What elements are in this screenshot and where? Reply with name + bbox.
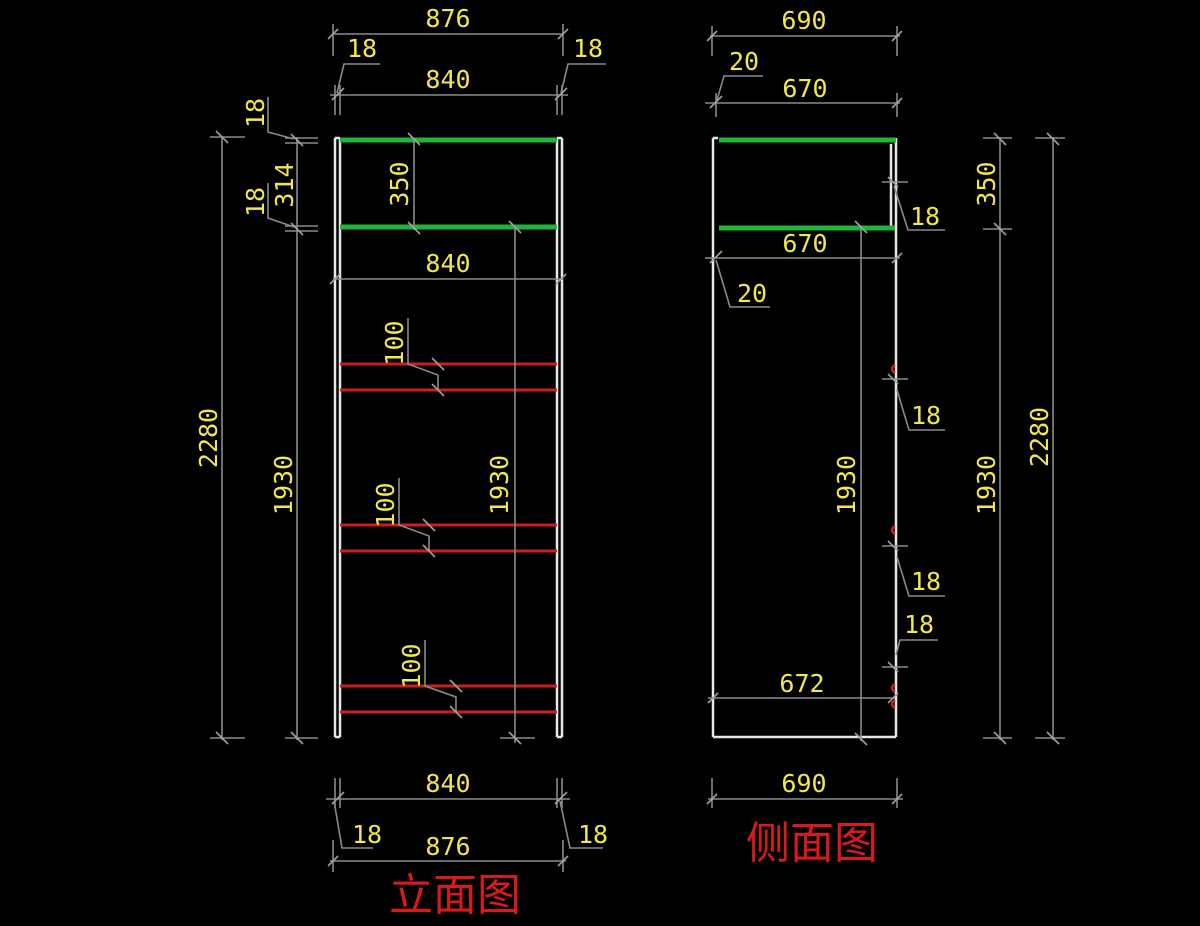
dim-front-314: 314: [270, 162, 299, 207]
dim-rail-spacing-1: 100: [380, 318, 445, 397]
dim-label: 100: [380, 320, 409, 365]
dim-label: 18: [352, 820, 382, 849]
dim-front-top-18-left: 18: [336, 34, 380, 94]
dim-front-top-840: 840: [330, 65, 568, 115]
front-view: 876 18 18 840 2280: [194, 4, 608, 921]
dim-label: 18: [904, 610, 934, 639]
dim-label: 18: [573, 34, 603, 63]
dim-side-shelf-20: 20: [715, 259, 770, 308]
dim-label: 840: [425, 65, 470, 94]
front-rails: [340, 362, 557, 714]
front-right-panel: [555, 138, 564, 737]
dim-front-2280: 2280: [194, 130, 245, 745]
dim-front-1930-left: 1930: [269, 133, 318, 745]
dim-label: 20: [737, 279, 767, 308]
front-view-title: 立面图: [389, 870, 521, 921]
dim-side-shelf-670: 670: [705, 229, 903, 264]
dim-side-rail-18-3: 18: [882, 610, 938, 673]
dim-front-18-top-shelf: 18: [241, 97, 295, 140]
dim-rail-spacing-3: 100: [397, 640, 463, 719]
dim-label: 670: [782, 229, 827, 258]
dim-label: 18: [347, 34, 377, 63]
dim-label: 18: [241, 98, 270, 128]
dim-side-top-690: 690: [706, 6, 903, 56]
dim-side-rail-18-2: 18: [882, 540, 945, 597]
dim-label: 18: [910, 202, 940, 231]
side-rail-markers: [890, 363, 896, 710]
dim-front-18-second-shelf: 18: [241, 183, 295, 228]
dim-front-bottom-18-left: 18: [333, 800, 382, 849]
dim-label: 100: [371, 482, 400, 527]
dim-label: 690: [781, 6, 826, 35]
dim-label: 2280: [194, 408, 223, 468]
dim-label: 350: [385, 161, 414, 206]
dim-front-bottom-840: 840: [326, 769, 570, 808]
dim-side-rail-18-1: 18: [882, 373, 945, 431]
dim-label: 690: [781, 769, 826, 798]
dim-front-1930-inner: 1930: [485, 220, 535, 745]
dim-label: 876: [425, 832, 470, 861]
front-left-panel: [333, 138, 342, 737]
dim-side-right-2280: 2280: [1025, 132, 1065, 745]
dim-label: 18: [911, 567, 941, 596]
dim-side-top-20: 20: [716, 47, 763, 101]
dim-label: 670: [782, 74, 827, 103]
side-outline: [711, 136, 898, 739]
dim-label: 18: [241, 187, 270, 217]
dim-side-1930-inner: 1930: [832, 220, 868, 746]
dim-label: 1930: [269, 455, 298, 515]
dim-label: 1930: [485, 455, 514, 515]
dim-label: 1930: [832, 455, 861, 515]
dim-label: 350: [972, 161, 1001, 206]
dim-label: 314: [270, 162, 299, 207]
dim-front-mid-840: 840: [329, 249, 567, 285]
dim-label: 876: [425, 4, 470, 33]
dim-label: 840: [425, 769, 470, 798]
dim-label: 672: [779, 669, 824, 698]
dim-front-350: 350: [385, 132, 421, 235]
dim-label: 100: [397, 643, 426, 688]
dim-side-bottom-690: 690: [706, 769, 903, 808]
side-view: 690 20 670 18 670 2: [705, 6, 1065, 869]
dim-front-bottom-18-right: 18: [559, 800, 608, 849]
dim-side-back-18: 18: [882, 176, 945, 231]
dim-label: 2280: [1025, 407, 1054, 467]
dim-side-right-350-1930: 350 1930: [972, 132, 1012, 745]
dim-label: 840: [425, 249, 470, 278]
dim-label: 18: [911, 401, 941, 430]
dim-label: 20: [729, 47, 759, 76]
dim-side-672: 672: [707, 669, 899, 704]
dim-front-bottom-876: 876: [327, 832, 569, 872]
side-view-title: 侧面图: [746, 818, 878, 869]
dim-label: 18: [578, 820, 608, 849]
dim-label: 1930: [972, 455, 1001, 515]
dim-front-top-876: 876: [327, 4, 569, 56]
dim-rail-spacing-2: 100: [371, 478, 436, 558]
dim-front-top-18-right: 18: [560, 34, 606, 94]
dim-side-top-670: 670: [705, 74, 903, 117]
